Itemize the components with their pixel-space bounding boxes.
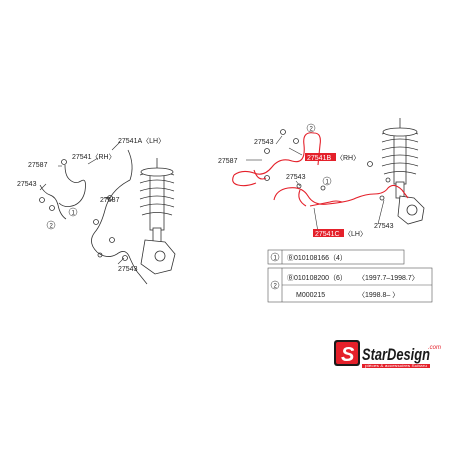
right-bolts — [264, 129, 391, 201]
right-assembly — [264, 118, 425, 225]
right-labels: 27543 27587 27543 27543 〈RH〉 〈LH〉 — [218, 139, 394, 238]
left-callout-1: 1 — [72, 211, 76, 217]
label-27541-lh-suffix: 〈LH〉 — [344, 230, 367, 238]
label-27541a-lh: 27541A〈LH〉 — [118, 137, 165, 145]
right-strut-spring — [381, 118, 419, 199]
label-27541c-lh: 27541C — [315, 231, 340, 238]
label-27543-right-top: 27543 — [254, 139, 274, 146]
logo-tagline: pièces & accessoires Subaru — [365, 364, 427, 368]
table-row1-part: Ⓑ010108166（4） — [287, 254, 347, 262]
label-27541b-rh: 27541B — [307, 155, 331, 162]
stardesign-logo: S StarDesign .com pièces & accessoires S… — [334, 340, 441, 368]
left-sensor-harness — [91, 179, 148, 285]
label-27543-left-bottom: 27543 — [118, 266, 138, 273]
right-highlight-lines — [232, 132, 409, 207]
right-callout-2: 2 — [310, 127, 314, 133]
left-callouts: 1 2 — [46, 207, 78, 230]
right-knuckle — [397, 195, 425, 225]
label-27543-right-bottom: 27543 — [374, 223, 394, 230]
label-27587-left-b: 27587 — [100, 197, 120, 204]
table-row2-line2-part: M000215 — [296, 292, 325, 299]
parts-table-text: 1 Ⓑ010108166（4） 2 Ⓑ010108200（6） 〈1997.7–… — [270, 252, 419, 299]
left-leaders — [39, 141, 125, 265]
parts-table — [267, 249, 433, 303]
left-strut-spring — [139, 158, 175, 249]
left-rh-harness — [58, 164, 86, 207]
left-knuckle — [140, 239, 176, 275]
left-callout-2: 2 — [50, 224, 54, 230]
right-leaders — [246, 135, 385, 233]
logo-mark-letter: S — [341, 344, 355, 366]
label-27543-right-mid: 27543 — [286, 174, 306, 181]
table-row1-ref: 1 — [274, 256, 278, 262]
left-callout-1-circle — [68, 207, 78, 217]
right-callout-1-circle — [322, 176, 332, 186]
label-27587-right: 27587 — [218, 158, 238, 165]
logo-mark: S — [334, 340, 360, 366]
logo-brand-text: StarDesign — [362, 345, 430, 364]
left-labels: 27541A〈LH〉 27541〈RH〉 27587 27543 27587 2… — [17, 137, 165, 273]
label-27541-rh: 27541〈RH〉 — [72, 153, 116, 161]
label-27541-rh-suffix: 〈RH〉 — [336, 154, 360, 162]
table-row2-line1-part: Ⓑ010108200（6） — [287, 274, 347, 282]
label-27543-left-top: 27543 — [17, 181, 37, 188]
logo-domain-text: .com — [428, 345, 441, 351]
table-row2-line2-range: 〈1998.8– 〉 — [358, 291, 399, 299]
label-27587-left: 27587 — [28, 162, 48, 169]
left-bolts — [93, 195, 128, 261]
table-row2-ref: 2 — [274, 284, 278, 290]
red-line-rh — [233, 132, 321, 176]
right-callout-2-circle — [306, 123, 316, 133]
left-assembly — [39, 149, 176, 285]
left-callout-2-circle — [46, 220, 56, 230]
red-line-lh — [273, 184, 409, 205]
right-highlight-labels: 27541B 27541C — [305, 153, 344, 238]
highlight-box-lh — [313, 229, 344, 237]
table-row2-line1-range: 〈1997.7–1998.7〉 — [358, 274, 419, 282]
right-callout-1: 1 — [326, 180, 330, 186]
right-callouts: 2 1 — [306, 123, 332, 186]
highlight-box-rh — [305, 153, 336, 161]
